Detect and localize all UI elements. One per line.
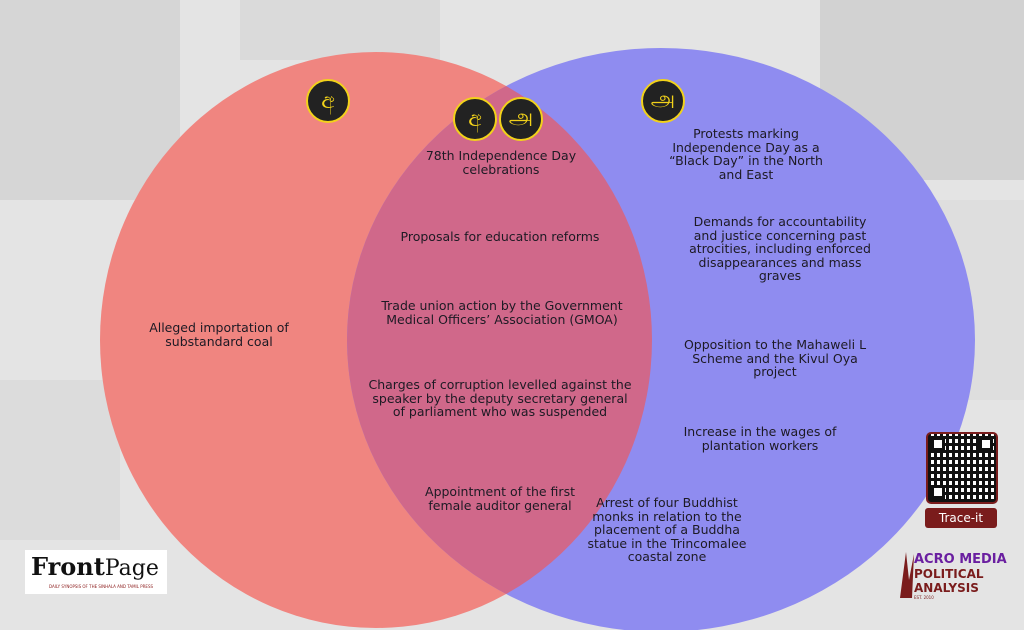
frontpage-logo: FrontPage DAILY SYNOPSIS OF THE SINHALA … [25,550,167,594]
overlap-item: Appointment of the first female auditor … [425,484,575,513]
right-item: Increase in the wages of plantation work… [683,424,837,453]
overlap-region [347,52,652,628]
trace-it-label[interactable]: Trace-it [925,508,997,528]
qr-code[interactable] [926,432,998,504]
qr-corner [979,437,993,451]
overlap-item: Charges of corruption levelled against t… [368,377,632,419]
right-item: Demands for accountability and justice c… [689,214,871,283]
macro-logo-mark-icon [900,552,914,598]
macro-line3: ANALYSIS [914,581,979,595]
frontpage-title: Front [31,552,105,581]
tamil-badge-icon: அ [499,97,543,141]
sinhala-badge-icon: අ [453,97,497,141]
macro-line2: POLITICAL [914,567,984,581]
right-item: Protests marking Independence Day as a “… [669,126,823,182]
right-item: Opposition to the Mahaweli L Scheme and … [683,337,867,379]
macro-media-logo: ACRO MEDIA POLITICAL ANALYSIS EST. 2010 [900,550,1010,600]
qr-corner [931,437,945,451]
overlap-item: 78th Independence Day celebrations [425,148,577,177]
sinhala-badge-icon: අ [306,79,350,123]
qr-corner [931,485,945,499]
overlap-item: Proposals for education reforms [400,229,600,244]
macro-line1: ACRO MEDIA [914,552,1007,567]
macro-est: EST. 2010 [914,595,934,600]
frontpage-title-page: Page [104,556,159,581]
frontpage-subtitle: DAILY SYNOPSIS OF THE SINHALA AND TAMIL … [49,584,154,589]
tamil-badge-icon: அ [641,79,685,123]
right-item: Arrest of four Buddhist monks in relatio… [587,495,747,564]
left-item: Alleged importation of substandard coal [149,320,289,349]
overlap-item: Trade union action by the Government Med… [381,298,623,327]
